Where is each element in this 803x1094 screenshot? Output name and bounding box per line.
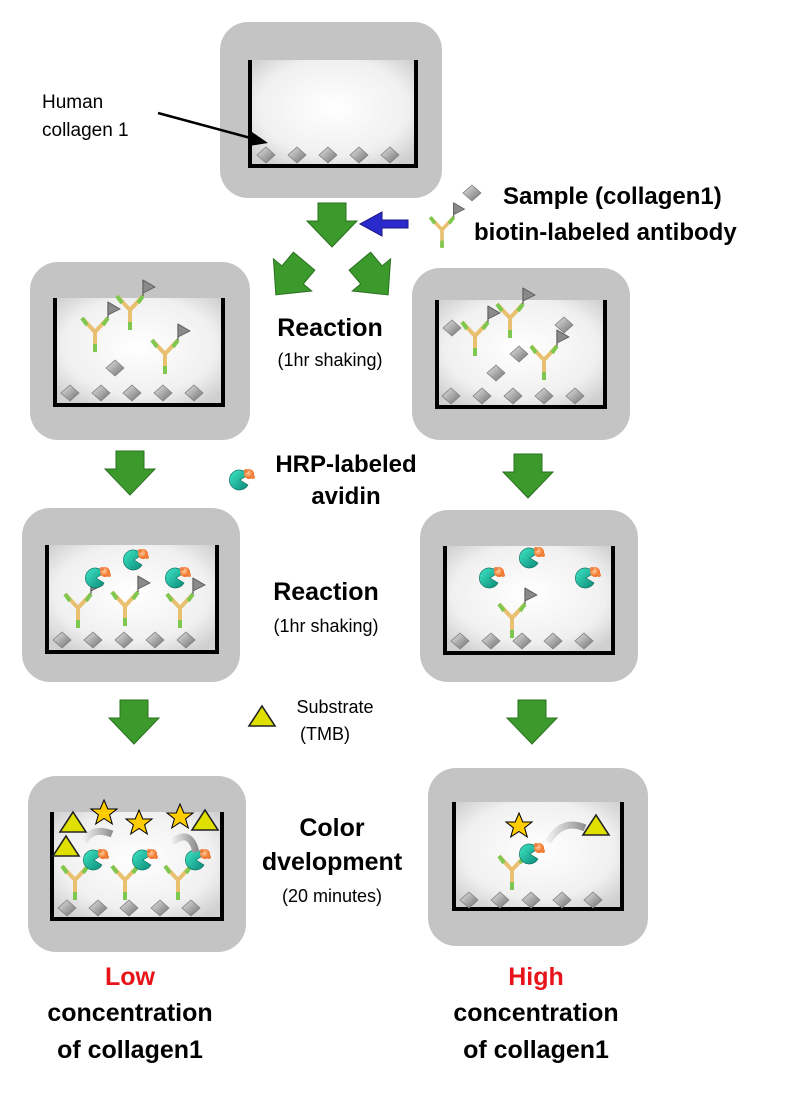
- sample-label: Sample (collagen1): [503, 183, 722, 210]
- well-reaction2-high: [420, 510, 638, 682]
- color-label-line1: Color: [299, 814, 365, 842]
- biotin-antibody-label: biotin-labeled antibody: [474, 219, 737, 246]
- low-label-line2: concentration: [47, 999, 212, 1027]
- low-label-line1: Low: [105, 963, 156, 991]
- arrow-green-split-right: [340, 244, 408, 312]
- hrp-label-line2: avidin: [311, 483, 380, 510]
- hrp-label-line1: HRP-labeled: [275, 451, 416, 478]
- well-color-low: [28, 776, 246, 952]
- reaction2-sub-label: (1hr shaking): [273, 616, 378, 636]
- color-label-line2: dvelopment: [262, 848, 403, 876]
- substrate-label-line2: (TMB): [300, 724, 350, 744]
- collagen-label-line1: Human: [42, 92, 103, 113]
- legend-avidin-icon: [228, 468, 256, 491]
- arrow-green-left-2: [108, 699, 160, 745]
- legend-antibody-icon: [428, 201, 467, 250]
- high-label-line3: of collagen1: [463, 1036, 609, 1064]
- well-reaction1-low: [30, 262, 250, 440]
- collagen-pointer-arrow: [157, 111, 268, 146]
- well-color-high: [428, 768, 648, 946]
- arrow-green-right-1: [502, 453, 554, 499]
- color-sub-label: (20 minutes): [282, 886, 382, 906]
- legend-substrate-icon: [248, 705, 276, 727]
- arrow-green-split-left: [256, 244, 324, 312]
- arrow-green-right-2: [506, 699, 558, 745]
- collagen-label-line2: collagen 1: [42, 120, 129, 141]
- arrow-green-left-1: [104, 450, 156, 496]
- reaction1-sub-label: (1hr shaking): [277, 350, 382, 370]
- reaction1-label: Reaction: [277, 314, 383, 342]
- low-label-line3: of collagen1: [57, 1036, 203, 1064]
- legend-collagen-icon: [462, 184, 482, 202]
- arrow-blue-sample: [358, 211, 409, 237]
- well-reaction2-low: [22, 508, 240, 682]
- high-label-line2: concentration: [453, 999, 618, 1027]
- substrate-label-line1: Substrate: [296, 697, 373, 717]
- reaction2-label: Reaction: [273, 578, 379, 606]
- arrow-green-top: [306, 202, 358, 248]
- well-initial: [220, 22, 442, 198]
- high-label-line1: High: [508, 963, 564, 991]
- well-reaction1-high: [412, 268, 630, 440]
